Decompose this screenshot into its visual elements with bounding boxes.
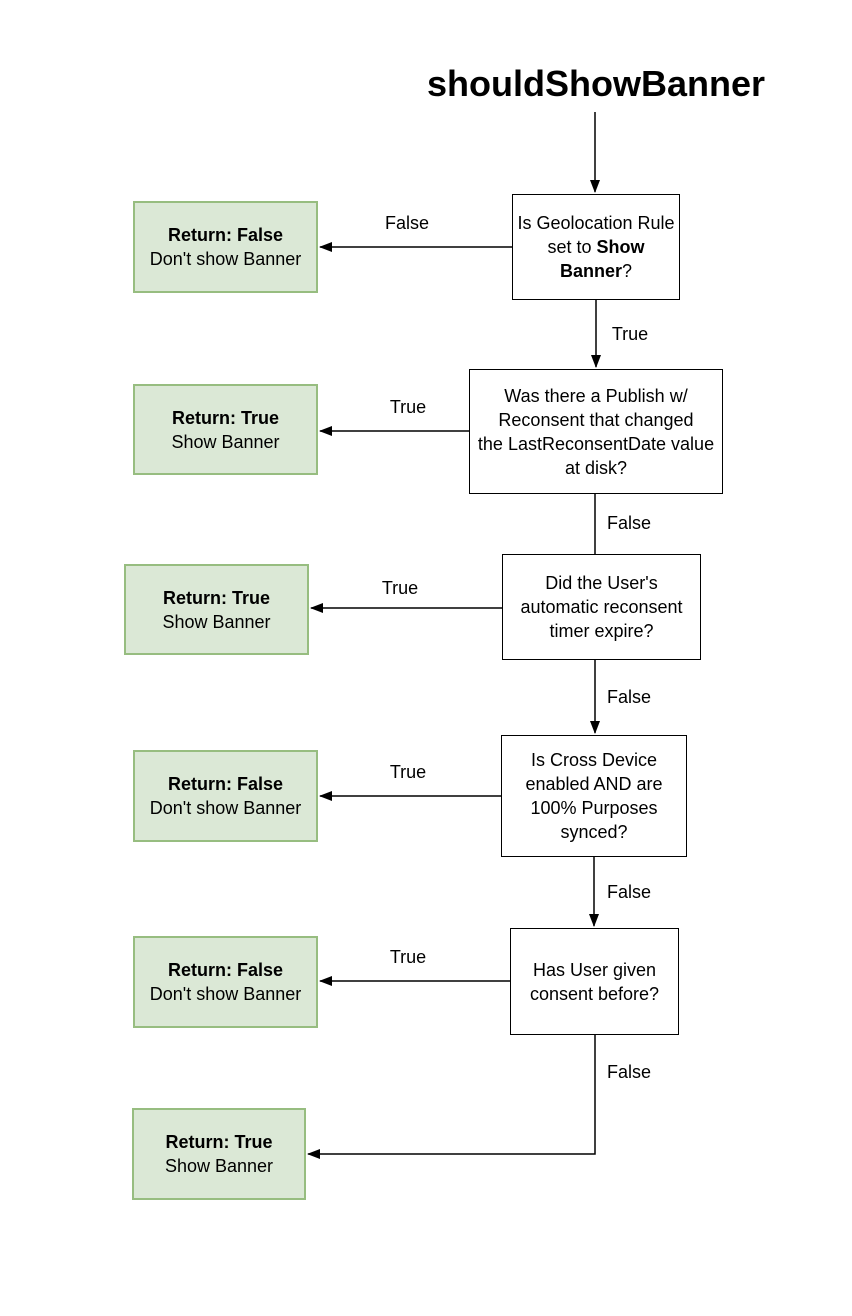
return-subtitle: Show Banner [164,1156,274,1176]
edge-label-crossdevice-false: False [606,882,652,902]
decision-publish-reconsent: Was there a Publish w/ Reconsent that ch… [469,369,723,494]
edge-label-geolocation-false: False [384,213,430,233]
decision-line: automatic reconsent [520,597,683,617]
return-subtitle: Show Banner [171,431,280,452]
edge-label-consent-false: False [606,1062,652,1082]
decision-geolocation-rule: Is Geolocation Rule set to Show Banner? [512,194,680,300]
edge-label-timer-true: True [381,578,419,598]
decision-line: Has User given [532,959,657,980]
edge-label-consent-true: True [389,947,427,967]
decision-line: synced? [560,822,628,842]
decision-line: Banner? [559,261,633,281]
edge-label-geolocation-true: True [611,324,649,344]
return-title: Return: False [167,960,284,980]
return-title: Return: False [167,774,284,794]
edge-label-publish-false: False [606,513,652,533]
decision-line: enabled AND are [525,774,663,794]
return-box-false-2: Return: False Don't show Banner [133,750,318,842]
decision-line: the LastReconsentDate value [477,433,715,454]
page-title: shouldShowBanner [426,63,766,104]
return-box-true-2: Return: True Show Banner [124,564,309,655]
decision-line: Is Cross Device [530,750,658,770]
return-title: Return: False [167,225,284,245]
return-subtitle: Show Banner [162,611,271,632]
decision-reconsent-timer: Did the User's automatic reconsent timer… [502,554,701,660]
decision-line: at disk? [564,457,628,478]
return-title: Return: True [165,1132,273,1152]
return-title: Return: True [171,407,279,428]
decision-cross-device: Is Cross Device enabled AND are 100% Pur… [501,735,687,857]
return-box-true-3: Return: True Show Banner [132,1108,306,1200]
edge-label-publish-true: True [389,397,427,417]
decision-line: Did the User's [545,573,658,593]
return-box-false-3: Return: False Don't show Banner [133,936,318,1028]
decision-line: timer expire? [549,621,654,641]
return-subtitle: Don't show Banner [149,984,302,1004]
decision-consent-before: Has User given consent before? [510,928,679,1035]
edge-label-timer-false: False [606,687,652,707]
decision-line: consent before? [529,983,660,1004]
decision-line: Was there a Publish w/ [504,385,688,406]
decision-line: Is Geolocation Rule [517,213,675,233]
decision-line: Reconsent that changed [498,409,694,430]
decision-line: 100% Purposes [530,798,658,818]
edge-label-crossdevice-true: True [389,762,427,782]
return-box-false-1: Return: False Don't show Banner [133,201,318,293]
return-subtitle: Don't show Banner [149,249,302,269]
connector-consent-false [307,1035,596,1159]
return-subtitle: Don't show Banner [149,798,302,818]
return-title: Return: True [162,587,270,608]
return-box-true-1: Return: True Show Banner [133,384,318,475]
decision-line: set to Show [547,237,645,257]
